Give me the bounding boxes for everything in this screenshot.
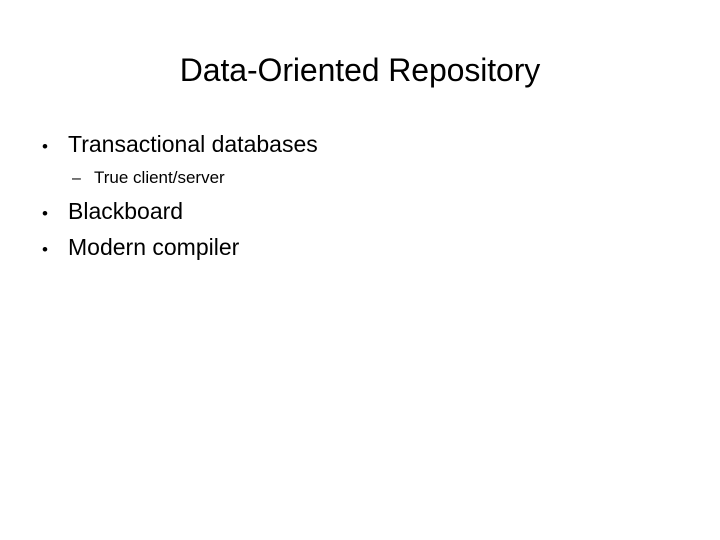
bullet-dash-icon: – [72,170,81,187]
outline-item-level-1: • Blackboard [36,195,684,230]
bullet-dot-icon: • [42,204,48,223]
outline-item-label: Blackboard [68,198,184,224]
outline-item-level-1: • Modern compiler [36,231,684,266]
bullet-dot-icon: • [42,240,48,259]
outline-item-label: Transactional databases [68,131,318,157]
outline-item-level-1: • Transactional databases [36,128,684,163]
outline-item-level-2: – True client/server [36,164,684,193]
slide-body-outline: • Transactional databases – True client/… [36,128,684,267]
outline-item-label: Modern compiler [68,234,240,260]
bullet-dot-icon: • [42,137,48,156]
outline-item-label: True client/server [94,168,225,187]
page-title: Data-Oriented Repository [179,52,541,88]
